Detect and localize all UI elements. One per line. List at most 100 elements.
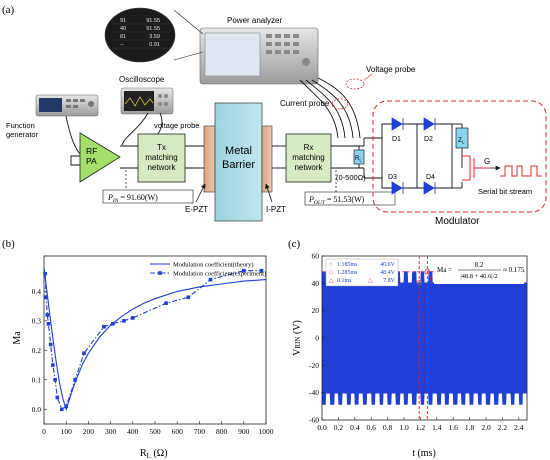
legend-theory-label: Modulation coefficient(theory) [173,262,254,269]
y-tick-label: 0.4 [32,287,42,296]
experiment-point [73,377,77,382]
series-experiment-line [44,270,262,411]
formula-prefix: Ma = [437,266,452,274]
signal-chain-wires [70,137,382,179]
x-tick-label: 500 [149,427,161,436]
readout-marker-2: △ [368,278,373,284]
rf-pa-label-1: RF [86,146,97,156]
x-tick-label: 1.8 [465,423,475,432]
cursor-marker-circle [416,279,422,286]
serial-bit-stream-label: Serial bit stream [478,187,532,196]
formula-pointer [428,268,432,285]
oscilloscope-label: Oscilloscope [119,75,165,84]
rx-label-2: matching [292,153,324,162]
x-tick-label: 1000 [259,427,274,436]
modulator-label: Modulator [435,216,480,227]
screen-row-left: -- [120,42,124,48]
experiment-point [45,313,50,317]
y-tick-label: -40 [309,388,319,397]
rx-label-3: network [294,163,323,172]
diodes [391,117,436,195]
x-tick-label: 1.0 [399,423,409,432]
x-tick-label: 100 [61,427,73,436]
y-tick-label: 0.2 [32,346,42,355]
y-tick-label: 60 [312,252,320,261]
barrier-label-2: Barrier [222,159,255,171]
y-tick-label: 20 [312,306,320,315]
rf-pa-label-2: PA [86,156,97,166]
serial-bit-waveform [500,165,542,177]
readout-time: 1.185ms [337,262,358,268]
x-tick-label: 0.4 [350,423,360,432]
y-tick-label: 0 [315,334,319,343]
y-tick-label: -60 [309,416,319,425]
oscilloscope-device [120,87,174,115]
experiment-point [111,321,115,326]
rx-label-1: Rx [304,143,314,152]
chart-b-ylabel: Ma [12,331,23,345]
chart-c-formula: Ma = 8.2 |48.8 + 40.6|/2 ≈ 0.175 [434,259,525,284]
power-analyzer-device [199,27,319,85]
screen-row-value: 3.59 [149,34,160,40]
screen-row-left: 81 [120,34,126,40]
power-analyzer-label: Power analyzer [227,16,282,25]
readout-marker: △ [329,278,334,284]
screen-row-left: 40 [120,26,126,32]
function-generator-label-1: Function [6,121,35,130]
zl-load [455,127,469,149]
experiment-point [186,295,191,300]
chart-c-signal [322,271,527,405]
experiment-point [259,268,264,273]
chart-c-ylabel: VRIN (V) [292,320,303,356]
readout-marker: □ [329,270,333,276]
d3-label: D3 [388,174,397,181]
formula-result: ≈ 0.175 [503,266,525,274]
x-tick-label: 0.0 [317,423,327,432]
formula-numerator: 8.2 [475,261,484,269]
e-pzt [203,125,216,193]
y-tick-label: 0.3 [32,316,42,325]
i-pzt-label: I-PZT [266,205,286,214]
readout-value: 48.4V [380,270,396,276]
chart-b-legend: Modulation coefficient(theory) Modulatio… [150,262,266,278]
x-tick-label: 1.6 [449,423,459,432]
x-tick-label: 800 [216,427,228,436]
readout-marker: ○ [329,262,333,268]
pout-text: POUT = 51.53(W) [308,195,365,206]
experiment-point [102,324,106,329]
x-tick-label: 2.4 [514,423,524,432]
zl-label: ZL [458,137,465,145]
experiment-point [44,295,49,300]
x-tick-label: 2.0 [481,423,491,432]
e-pzt-label: E-PZT [185,205,208,214]
barrier-label-1: Metal [225,145,252,157]
modulator-box [372,100,547,213]
screen-row-value: 91.55 [146,18,160,24]
y-tick-label: 0.1 [32,375,42,384]
function-generator-label-2: generator [6,130,39,139]
x-tick-label: 0.2 [334,423,344,432]
experiment-point [208,277,213,282]
screen-row-value: 0.91 [149,42,160,48]
legend-experiment-marker [158,271,162,275]
x-tick-label: 1.2 [416,423,426,432]
gate-label: G [484,157,490,166]
experiment-point [53,377,57,382]
chart-b-xlabel: RL (Ω) [140,448,168,460]
formula-denominator: |48.8 + 40.6|/2 [460,273,497,280]
chart-c-xlabel: t (ms) [412,448,436,459]
experiment-point [46,321,51,326]
y-tick-label: -20 [309,361,319,370]
cursor-marker-square [424,269,430,275]
d1-label: D1 [392,136,401,143]
tx-label-1: Tx [157,143,166,152]
screen-row-left: 91 [120,18,126,24]
rl-range-label: (0-500Ω) [336,173,366,182]
carrier-envelope [322,271,527,405]
rl-resistor-symbol: RL [355,156,362,163]
legend-experiment-label: Modulation coefficient(experiment) [173,271,266,278]
